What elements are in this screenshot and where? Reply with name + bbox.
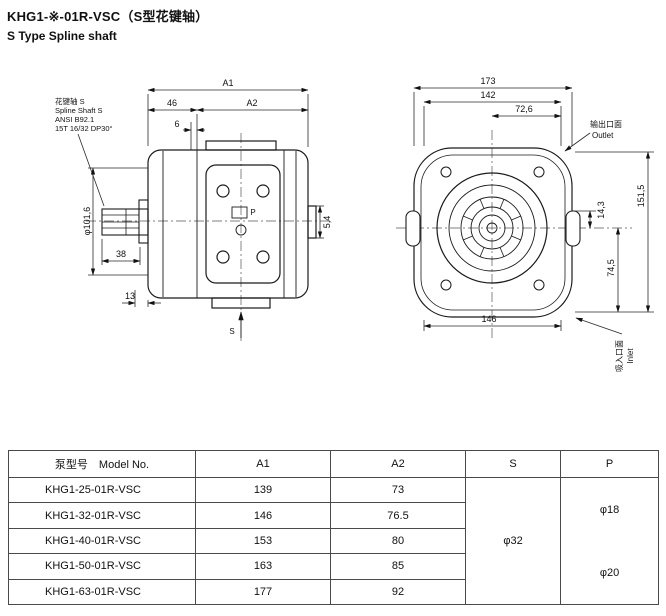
cell-model: KHG1-50-01R-VSC xyxy=(8,553,196,580)
spline-note-line4: 15T 16/32 DP30° xyxy=(55,124,112,133)
table-row: KHG1-63-01R-VSC 177 92 xyxy=(8,578,659,606)
p-values-wrap: φ18 φ20 xyxy=(562,479,658,604)
page-subtitle: S Type Spline shaft xyxy=(7,29,117,43)
p-value-top: φ18 xyxy=(599,503,620,516)
dim-726-label: 72,6 xyxy=(515,104,533,114)
table-row: KHG1-32-01R-VSC 146 76.5 xyxy=(8,502,659,529)
cell-p-values: φ18 φ20 xyxy=(560,477,659,605)
dim-173-label: 173 xyxy=(480,76,495,86)
right-view: 173 142 72,6 146 14,3 74,5 151,5 输出口面 Ou… xyxy=(396,76,654,372)
p-value-bottom: φ20 xyxy=(599,566,620,579)
inlet-label-cn: 吸入口面 xyxy=(615,340,624,372)
cell-a1: 146 xyxy=(195,502,331,529)
spline-shaft xyxy=(101,199,149,244)
col-header-a2: A2 xyxy=(330,450,466,478)
port-p-label: P xyxy=(250,208,255,217)
dim-38-label: 38 xyxy=(116,249,126,259)
outlet-label-en: Outlet xyxy=(592,131,614,140)
outlet-label-cn: 输出口面 xyxy=(590,119,622,129)
table-row: KHG1-50-01R-VSC 163 85 xyxy=(8,553,659,580)
spline-note-line2: Spline Shaft S xyxy=(55,106,103,115)
cell-model: KHG1-40-01R-VSC xyxy=(8,527,196,555)
cell-a1: 163 xyxy=(195,553,331,580)
header-row: 泵型号 Model No. A1 A2 S P xyxy=(8,450,659,478)
cell-a2: 76.5 xyxy=(330,502,466,529)
cell-model: KHG1-32-01R-VSC xyxy=(8,502,196,529)
dim-6-label: 6 xyxy=(174,119,179,129)
cell-a2: 73 xyxy=(330,476,466,504)
dim-1515-label: 151,5 xyxy=(636,185,646,208)
page-header: KHG1-※-01R-VSC（S型花键轴） S Type Spline shaf… xyxy=(7,6,208,43)
cell-model: KHG1-25-01R-VSC xyxy=(8,476,196,504)
col-header-a1: A1 xyxy=(195,450,331,478)
left-view-labels: 花键轴 S Spline Shaft S ANSI B92.1 15T 16/3… xyxy=(55,78,332,336)
right-view-labels: 173 142 72,6 146 14,3 74,5 151,5 输出口面 Ou… xyxy=(480,76,646,372)
cell-a2: 85 xyxy=(330,553,466,580)
dim-a2-label: A2 xyxy=(246,98,257,108)
cell-a1: 153 xyxy=(195,527,331,555)
dim-a1-label: A1 xyxy=(222,78,233,88)
pump-body-side xyxy=(147,140,317,309)
cell-model: KHG1-63-01R-VSC xyxy=(8,578,196,606)
centerlines-right xyxy=(396,130,632,340)
table-row: KHG1-40-01R-VSC 153 80 xyxy=(8,527,659,555)
col-header-model: 泵型号 Model No. xyxy=(8,450,196,478)
page-title: KHG1-※-01R-VSC（S型花键轴） xyxy=(7,9,209,24)
left-dimension-lines xyxy=(77,87,324,338)
dim-46-label: 46 xyxy=(167,98,177,108)
dim-143-label: 14,3 xyxy=(596,201,606,219)
spline-note-line1: 花键轴 S xyxy=(55,96,85,106)
dim-54-label: 5,4 xyxy=(322,216,332,229)
cell-a1: 177 xyxy=(195,578,331,606)
port-s-label: S xyxy=(229,327,234,336)
cell-a1: 139 xyxy=(195,476,331,504)
left-view: 花键轴 S Spline Shaft S ANSI B92.1 15T 16/3… xyxy=(55,78,332,344)
col-header-p: P xyxy=(560,450,659,478)
dim-745-label: 74,5 xyxy=(606,259,616,277)
centerlines-left xyxy=(86,133,332,344)
cell-a2: 92 xyxy=(330,578,466,606)
right-dimension-lines xyxy=(413,85,654,335)
col-header-s: S xyxy=(465,450,561,478)
inlet-label-en: Inlet xyxy=(626,348,635,364)
spline-note-line3: ANSI B92.1 xyxy=(55,115,94,124)
spline-teeth xyxy=(463,199,521,257)
table-row: KHG1-25-01R-VSC 139 73 φ32 φ18 φ20 xyxy=(8,476,659,605)
spec-table: 泵型号 Model No. A1 A2 S P KHG1-25-01R-VSC … xyxy=(8,450,659,606)
dim-dia101-label: φ101,6 xyxy=(82,207,92,235)
dim-146-label: 146 xyxy=(481,314,496,324)
technical-drawing: 花键轴 S Spline Shaft S ANSI B92.1 15T 16/3… xyxy=(55,76,654,372)
cell-s-value: φ32 xyxy=(465,477,561,605)
dim-142-label: 142 xyxy=(480,90,495,100)
dim-13-label: 13 xyxy=(125,291,135,301)
pump-body-front xyxy=(405,147,581,318)
cell-a2: 80 xyxy=(330,527,466,555)
